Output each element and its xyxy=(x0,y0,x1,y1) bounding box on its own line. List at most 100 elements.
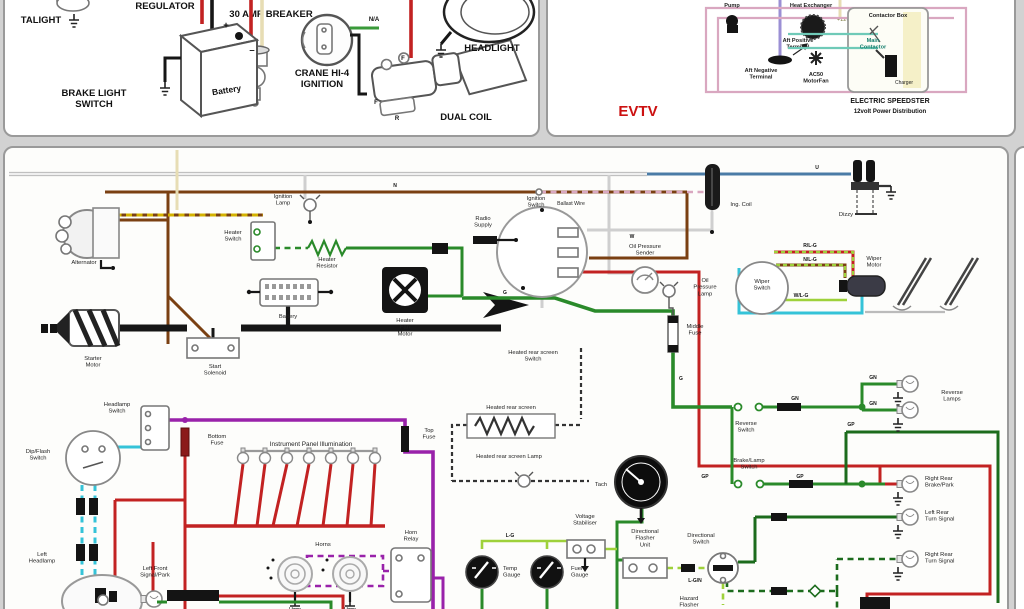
svg-text:U: U xyxy=(815,165,819,171)
crane-black-wire xyxy=(350,33,367,96)
label-coil-r: R xyxy=(395,116,400,122)
alternator-symbol xyxy=(55,207,120,270)
label-horns: Horns xyxy=(315,542,331,548)
heater-switch-symbol xyxy=(250,221,276,261)
oil-pressure-sender-symbol xyxy=(631,266,659,294)
label-panel-illumination: Instrument Panel Illumination xyxy=(270,441,353,448)
ignition-switch-symbol xyxy=(496,206,588,298)
svg-text:GN: GN xyxy=(869,401,877,407)
label-alternator: Alternator xyxy=(71,260,96,266)
wires-green xyxy=(274,238,1000,609)
svg-text:W: W xyxy=(630,234,635,240)
right-rear-turn-symbol xyxy=(771,550,919,598)
left-headlamp-symbol xyxy=(61,574,143,609)
ignition-lamp-icon xyxy=(299,194,321,224)
dip-flash-switch-symbol xyxy=(65,430,121,486)
svg-text:N/L-G: N/L-G xyxy=(803,257,817,263)
label-headlight: HEADLIGHT xyxy=(464,43,520,54)
svg-text:GN: GN xyxy=(791,396,799,402)
top-fuse-symbol xyxy=(401,426,409,452)
label-coil-f2: F xyxy=(401,56,405,62)
label-30amp-breaker: 30 AMP BREAKER xyxy=(229,9,313,20)
chopper-diagram: TALIGHT REGULATOR 30 AMP BREAKER BRAKE L… xyxy=(21,0,536,123)
label-12volt: +12volt xyxy=(837,17,856,23)
label-heat-exchanger: Heat Exchanger xyxy=(790,3,833,9)
tach-gauge xyxy=(614,455,668,524)
label-talight: TALIGHT xyxy=(21,15,62,26)
hazard-connector xyxy=(860,597,890,609)
label-coil-f: F xyxy=(374,100,378,106)
reverse-switch-symbol xyxy=(733,402,801,412)
contactor-box xyxy=(788,7,929,93)
label-dizzy: Dizzy xyxy=(839,212,853,218)
horn-relay-symbol xyxy=(390,547,432,603)
oil-pressure-lamp-icon xyxy=(659,281,679,316)
battery-minus: – xyxy=(249,45,254,56)
label-horn-right: Horn xyxy=(344,607,357,609)
pump-icon xyxy=(726,15,738,33)
svg-text:L-G: L-G xyxy=(506,533,515,539)
svg-text:R/L-G: R/L-G xyxy=(803,243,817,249)
label-ign-coil: Ing. Coil xyxy=(730,202,751,208)
label-pump: Pump xyxy=(724,3,740,9)
start-solenoid-symbol xyxy=(186,337,240,359)
dizzy-symbol xyxy=(851,160,897,215)
tail-light-icon xyxy=(56,0,90,28)
evtv-logo: EVTV xyxy=(618,103,657,120)
label-electric-speedster: ELECTRIC SPEEDSTER xyxy=(850,98,929,105)
wires-heated-screen xyxy=(450,348,589,483)
label-heated-lamp: Heated rear screen Lamp xyxy=(476,454,542,460)
right-rear-brake-symbol xyxy=(892,475,919,506)
svg-text:W/L-G: W/L-G xyxy=(794,293,809,299)
aft-negative-terminal-icon xyxy=(768,55,792,65)
label-regulator: REGULATOR xyxy=(135,1,194,12)
chopper-panel: TALIGHT REGULATOR 30 AMP BREAKER BRAKE L… xyxy=(3,0,540,137)
label-battery: Battery xyxy=(211,83,242,98)
wires-light-green xyxy=(480,298,847,605)
svg-text:G: G xyxy=(503,290,507,296)
wires-brown xyxy=(104,150,689,344)
svg-text:G: G xyxy=(679,376,683,382)
label-heated-screen: Heated rear screen xyxy=(486,405,536,411)
label-dual-coil: DUAL COIL xyxy=(440,112,492,123)
headlamp-switch-symbol xyxy=(140,405,170,451)
svg-text:N: N xyxy=(393,183,397,189)
middle-fuse-symbol xyxy=(667,315,679,353)
label-tach: Tach xyxy=(595,482,607,488)
starter-motor-symbol xyxy=(41,308,121,348)
horns-symbol xyxy=(266,556,368,609)
crane-ignition-symbol xyxy=(300,13,354,67)
connector-block xyxy=(432,243,448,254)
svg-text:GP: GP xyxy=(701,474,709,480)
reverse-lamps-symbol xyxy=(892,375,919,432)
heater-fan-motor-symbol xyxy=(382,267,428,313)
dual-coil-symbol xyxy=(370,38,528,117)
